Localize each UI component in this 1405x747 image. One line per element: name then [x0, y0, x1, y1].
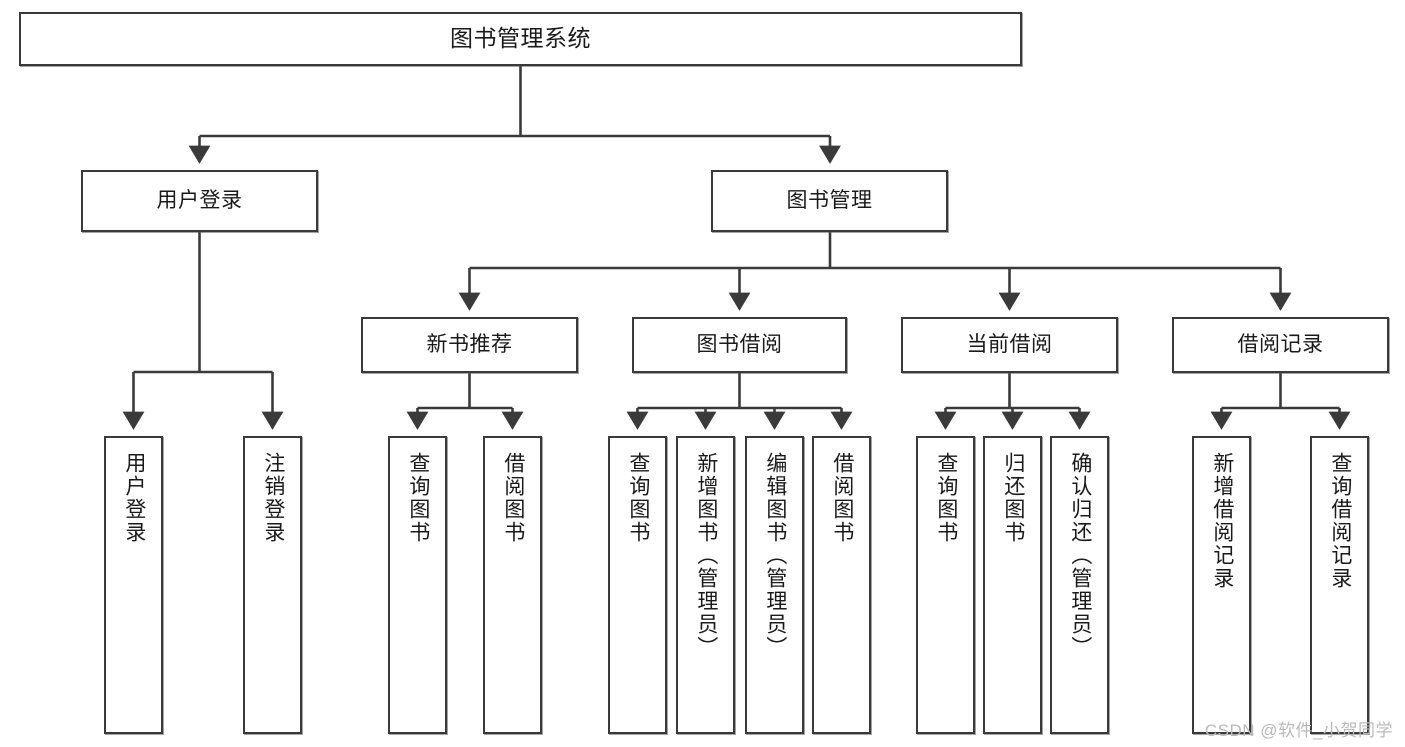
node-borrow-record[interactable]: 借阅记录	[1172, 317, 1389, 373]
leaf-query-book-recommend[interactable]: 查询图书	[388, 436, 447, 734]
node-label: 借阅图书	[501, 452, 525, 544]
leaf-add-book-admin[interactable]: 新增图书（管理员）	[676, 436, 735, 734]
leaf-borrow-book-recommend[interactable]: 借阅图书	[483, 436, 542, 734]
node-label: 借阅图书	[830, 452, 854, 544]
node-label: 查询图书	[406, 452, 430, 544]
node-new-book-recommend[interactable]: 新书推荐	[361, 317, 578, 373]
node-label: 用户登录	[122, 452, 146, 544]
node-label: 编辑图书（管理员）	[763, 452, 787, 659]
leaf-borrow-book[interactable]: 借阅图书	[812, 436, 871, 734]
leaf-return-book[interactable]: 归还图书	[983, 436, 1042, 734]
node-root-system[interactable]: 图书管理系统	[19, 12, 1022, 66]
node-label: 注销登录	[261, 452, 285, 544]
leaf-add-borrow-record[interactable]: 新增借阅记录	[1192, 436, 1251, 734]
node-label: 查询图书	[934, 452, 958, 544]
node-label: 归还图书	[1001, 452, 1025, 544]
leaf-logout[interactable]: 注销登录	[243, 436, 302, 734]
node-label: 新增借阅记录	[1210, 452, 1234, 590]
node-label: 当前借阅	[966, 333, 1053, 357]
node-label: 借阅记录	[1237, 333, 1324, 357]
node-user-login[interactable]: 用户登录	[81, 170, 318, 232]
node-book-management[interactable]: 图书管理	[711, 170, 948, 232]
leaf-query-book-current[interactable]: 查询图书	[916, 436, 975, 734]
leaf-user-login[interactable]: 用户登录	[104, 436, 163, 734]
leaf-query-borrow-record[interactable]: 查询借阅记录	[1310, 436, 1369, 734]
node-label: 新书推荐	[426, 333, 513, 357]
node-book-borrow[interactable]: 图书借阅	[632, 317, 847, 373]
node-label: 图书管理系统	[450, 25, 591, 52]
csdn-watermark: CSDN @软件_小贺同学	[1204, 721, 1393, 740]
node-label: 查询图书	[626, 452, 650, 544]
node-label: 查询借阅记录	[1328, 452, 1352, 590]
node-label: 用户登录	[156, 189, 243, 213]
leaf-query-book-borrow[interactable]: 查询图书	[608, 436, 667, 734]
node-label: 确认归还（管理员）	[1068, 452, 1092, 659]
leaf-confirm-return-admin[interactable]: 确认归还（管理员）	[1050, 436, 1109, 734]
node-label: 新增图书（管理员）	[694, 452, 718, 659]
leaf-edit-book-admin[interactable]: 编辑图书（管理员）	[745, 436, 804, 734]
node-label: 图书借阅	[696, 333, 783, 357]
node-label: 图书管理	[786, 189, 873, 213]
node-current-borrow[interactable]: 当前借阅	[901, 317, 1118, 373]
